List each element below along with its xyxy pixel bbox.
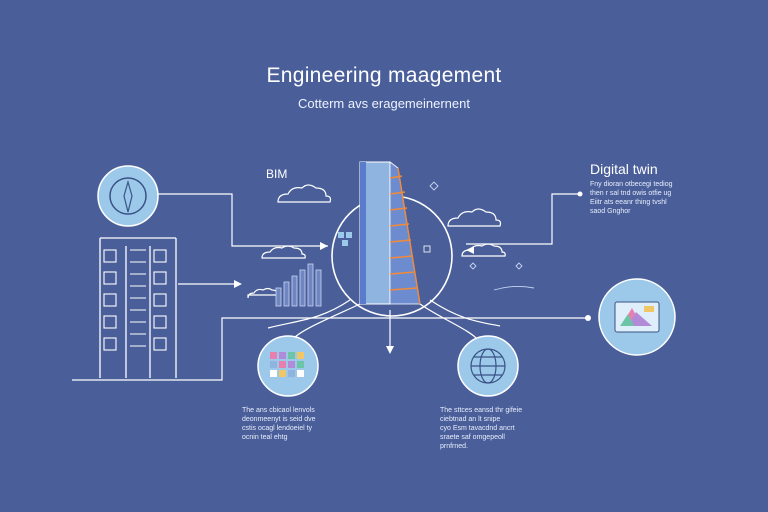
bar-chart-icon (275, 263, 322, 307)
cloud-icon (247, 287, 279, 299)
data-grid-node (257, 335, 319, 397)
connector-compass-to-center (152, 193, 328, 247)
left-description: The ans cbicaol lenvols deonmeenyt is se… (242, 407, 316, 441)
cloud-icon (261, 245, 306, 259)
digital-twin-node (598, 278, 676, 356)
central-tower-node (331, 161, 453, 317)
arrowhead-chart (234, 280, 242, 288)
connector-left-bottom (72, 317, 588, 381)
connector-dot-2 (577, 191, 583, 197)
connector-center-left-bottom (291, 303, 361, 341)
globe-node (457, 335, 519, 397)
connector-center-right-bottom (419, 303, 479, 341)
digital-twin-label: Digital twin (590, 161, 658, 177)
right-description: The sttces eansd thr gifeie ciebtnad an … (440, 407, 523, 450)
connector-center-fan-1 (267, 299, 351, 329)
connector-digitaltwin-to-center (466, 193, 580, 245)
cloud-icon (277, 184, 332, 203)
grid-icon (270, 352, 304, 377)
connector-center-fan-2 (429, 299, 501, 327)
connector-dot (585, 315, 591, 321)
page-subtitle: Cotterm avs eragemeinernent (298, 96, 470, 111)
bim-label: BIM (266, 167, 288, 181)
digital-twin-description: Fny dioran otbecegi tediog then r sal tn… (590, 181, 673, 215)
cloud-icon (447, 208, 502, 227)
page-title: Engineering maagement (266, 64, 502, 87)
arrowhead-down (386, 346, 394, 354)
compass-icon (123, 179, 133, 213)
building-icon (99, 237, 177, 378)
compass-node (97, 165, 159, 227)
cloud-icon (461, 243, 506, 257)
arrowhead-left (320, 242, 328, 250)
globe-icon (470, 348, 506, 384)
